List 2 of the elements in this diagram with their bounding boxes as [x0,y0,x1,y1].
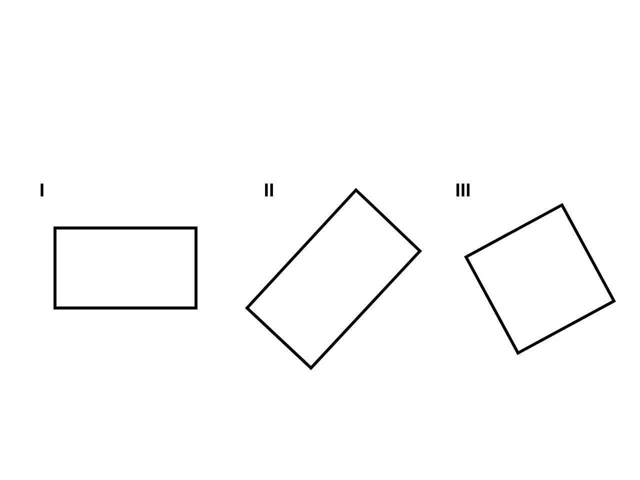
node-label: III [456,184,470,196]
node-label: I [40,184,44,196]
